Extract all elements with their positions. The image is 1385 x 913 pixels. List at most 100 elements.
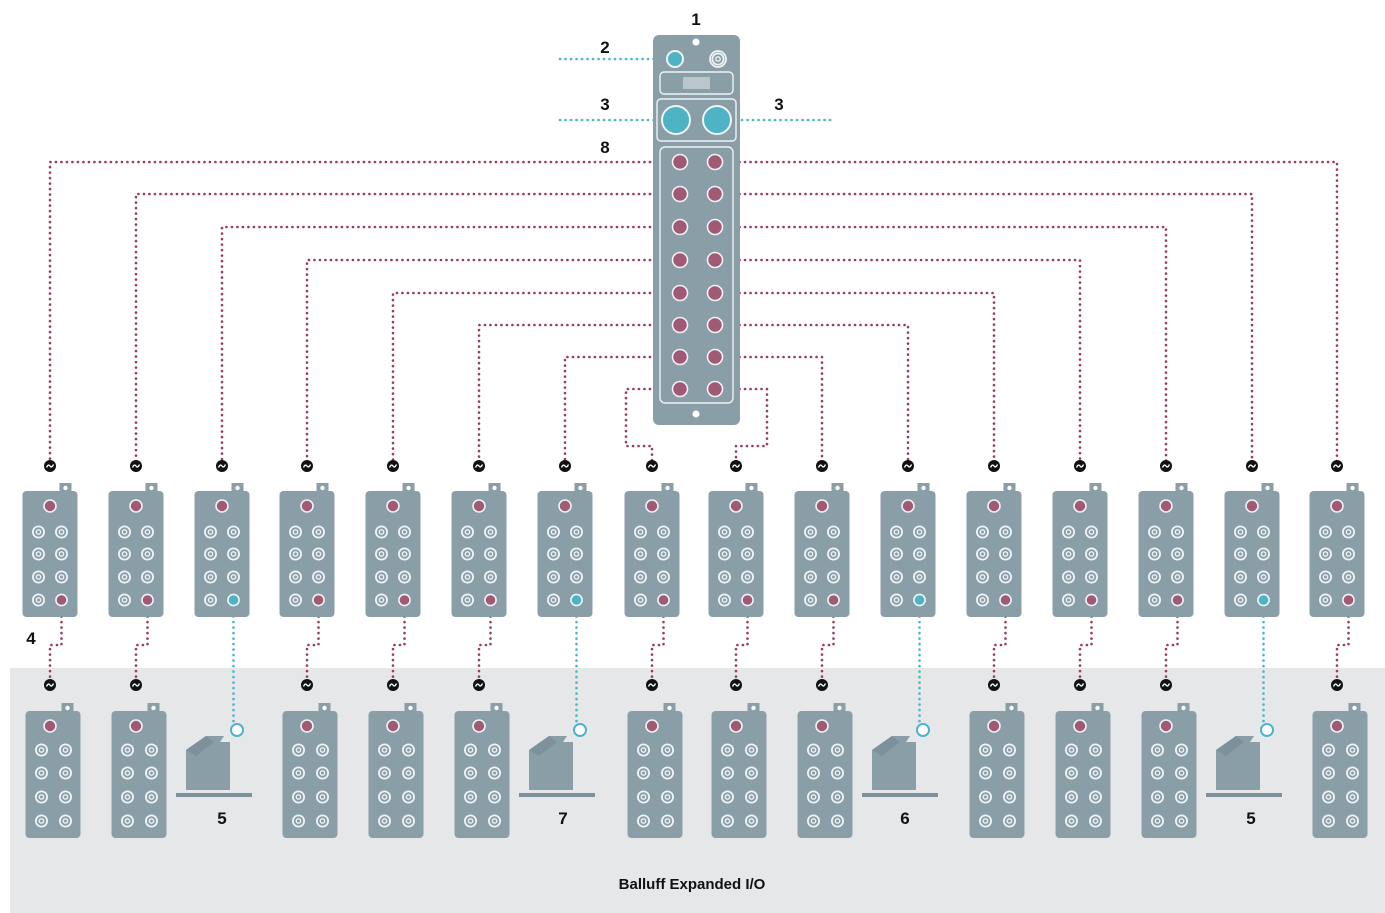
actuator-top (186, 736, 214, 756)
port-inner (148, 770, 155, 776)
port-inner (38, 794, 45, 800)
ferrite-mark (647, 464, 657, 468)
port-inner (1178, 794, 1185, 800)
port-connected (215, 499, 229, 513)
port-connected (706, 316, 724, 334)
port (637, 743, 651, 757)
port (203, 525, 217, 539)
port (570, 525, 584, 539)
ferrite-icon (301, 460, 313, 472)
port (999, 525, 1013, 539)
port-inner (550, 551, 557, 557)
port (1089, 814, 1103, 828)
port-connected (472, 499, 486, 513)
port (807, 790, 821, 804)
io-hub (880, 483, 936, 617)
link-expanded (391, 598, 406, 687)
hub-tab-hole (320, 485, 325, 491)
ferrite-mark (1161, 464, 1171, 468)
port (144, 766, 158, 780)
expanded-device-row (25, 679, 1368, 838)
ferrite-mark (45, 464, 55, 468)
label-bottom-1: 5 (217, 809, 226, 828)
actuator-base (519, 793, 595, 797)
port-inner (378, 574, 385, 580)
port (315, 766, 329, 780)
hub-body (279, 491, 335, 617)
port (487, 743, 501, 757)
port (463, 790, 477, 804)
port-inner (144, 551, 151, 557)
port (745, 790, 759, 804)
port (401, 743, 415, 757)
port-inner (1349, 747, 1356, 753)
io-hub (1309, 483, 1365, 617)
port-inner (810, 794, 817, 800)
port (1342, 570, 1356, 584)
port-inner (721, 574, 728, 580)
ferrite-icon (301, 679, 313, 691)
hub-tab-hole (492, 485, 497, 491)
port (745, 814, 759, 828)
hub-tab-hole (151, 705, 156, 711)
port (807, 814, 821, 828)
port-connected (1085, 593, 1098, 607)
ferrite-mark (1075, 683, 1085, 687)
port (718, 593, 732, 607)
hub-body (282, 711, 338, 838)
ferrite-icon (473, 679, 485, 691)
actuator-base (1206, 793, 1282, 797)
port-inner (1065, 551, 1072, 557)
port (226, 547, 240, 561)
port-inner (1092, 747, 1099, 753)
port (291, 790, 305, 804)
port (1346, 766, 1360, 780)
port (32, 547, 46, 561)
port (1062, 547, 1076, 561)
port-connected (987, 719, 1001, 733)
label-network-port-left: 3 (600, 95, 609, 114)
hub-tab-hole (1265, 485, 1270, 491)
port-inner (62, 770, 69, 776)
port-inner (1068, 794, 1075, 800)
port-inner (550, 574, 557, 580)
ferrite-icon (816, 679, 828, 691)
port (890, 570, 904, 584)
port-inner (640, 818, 647, 824)
port (1171, 525, 1185, 539)
port (288, 570, 302, 584)
port (32, 593, 46, 607)
caption: Balluff Expanded I/O (619, 876, 766, 893)
port-inner (464, 597, 471, 603)
ferrite-icon (816, 460, 828, 472)
port (203, 547, 217, 561)
io-hub (708, 483, 764, 617)
port (807, 743, 821, 757)
port (1085, 570, 1099, 584)
port-inner (1151, 529, 1158, 535)
hub-body (22, 491, 78, 617)
port (1319, 570, 1333, 584)
port (140, 547, 154, 561)
master-top-hole (692, 38, 700, 46)
port-inner (405, 818, 412, 824)
port (721, 766, 735, 780)
io-hub (194, 483, 250, 617)
port-inner (207, 529, 214, 535)
port (1346, 814, 1360, 828)
ferrite-icon (216, 460, 228, 472)
port (976, 547, 990, 561)
link-expanded (992, 598, 1007, 687)
port-inner (1322, 529, 1329, 535)
port (377, 790, 391, 804)
port-inner (148, 818, 155, 824)
ferrite-icon (1160, 679, 1172, 691)
port (1175, 814, 1189, 828)
hub-tab-hole (494, 705, 499, 711)
ferrite-mark (474, 464, 484, 468)
port (140, 525, 154, 539)
port (1151, 790, 1165, 804)
port-inner (378, 529, 385, 535)
port-connected (1073, 499, 1087, 513)
port (1062, 570, 1076, 584)
